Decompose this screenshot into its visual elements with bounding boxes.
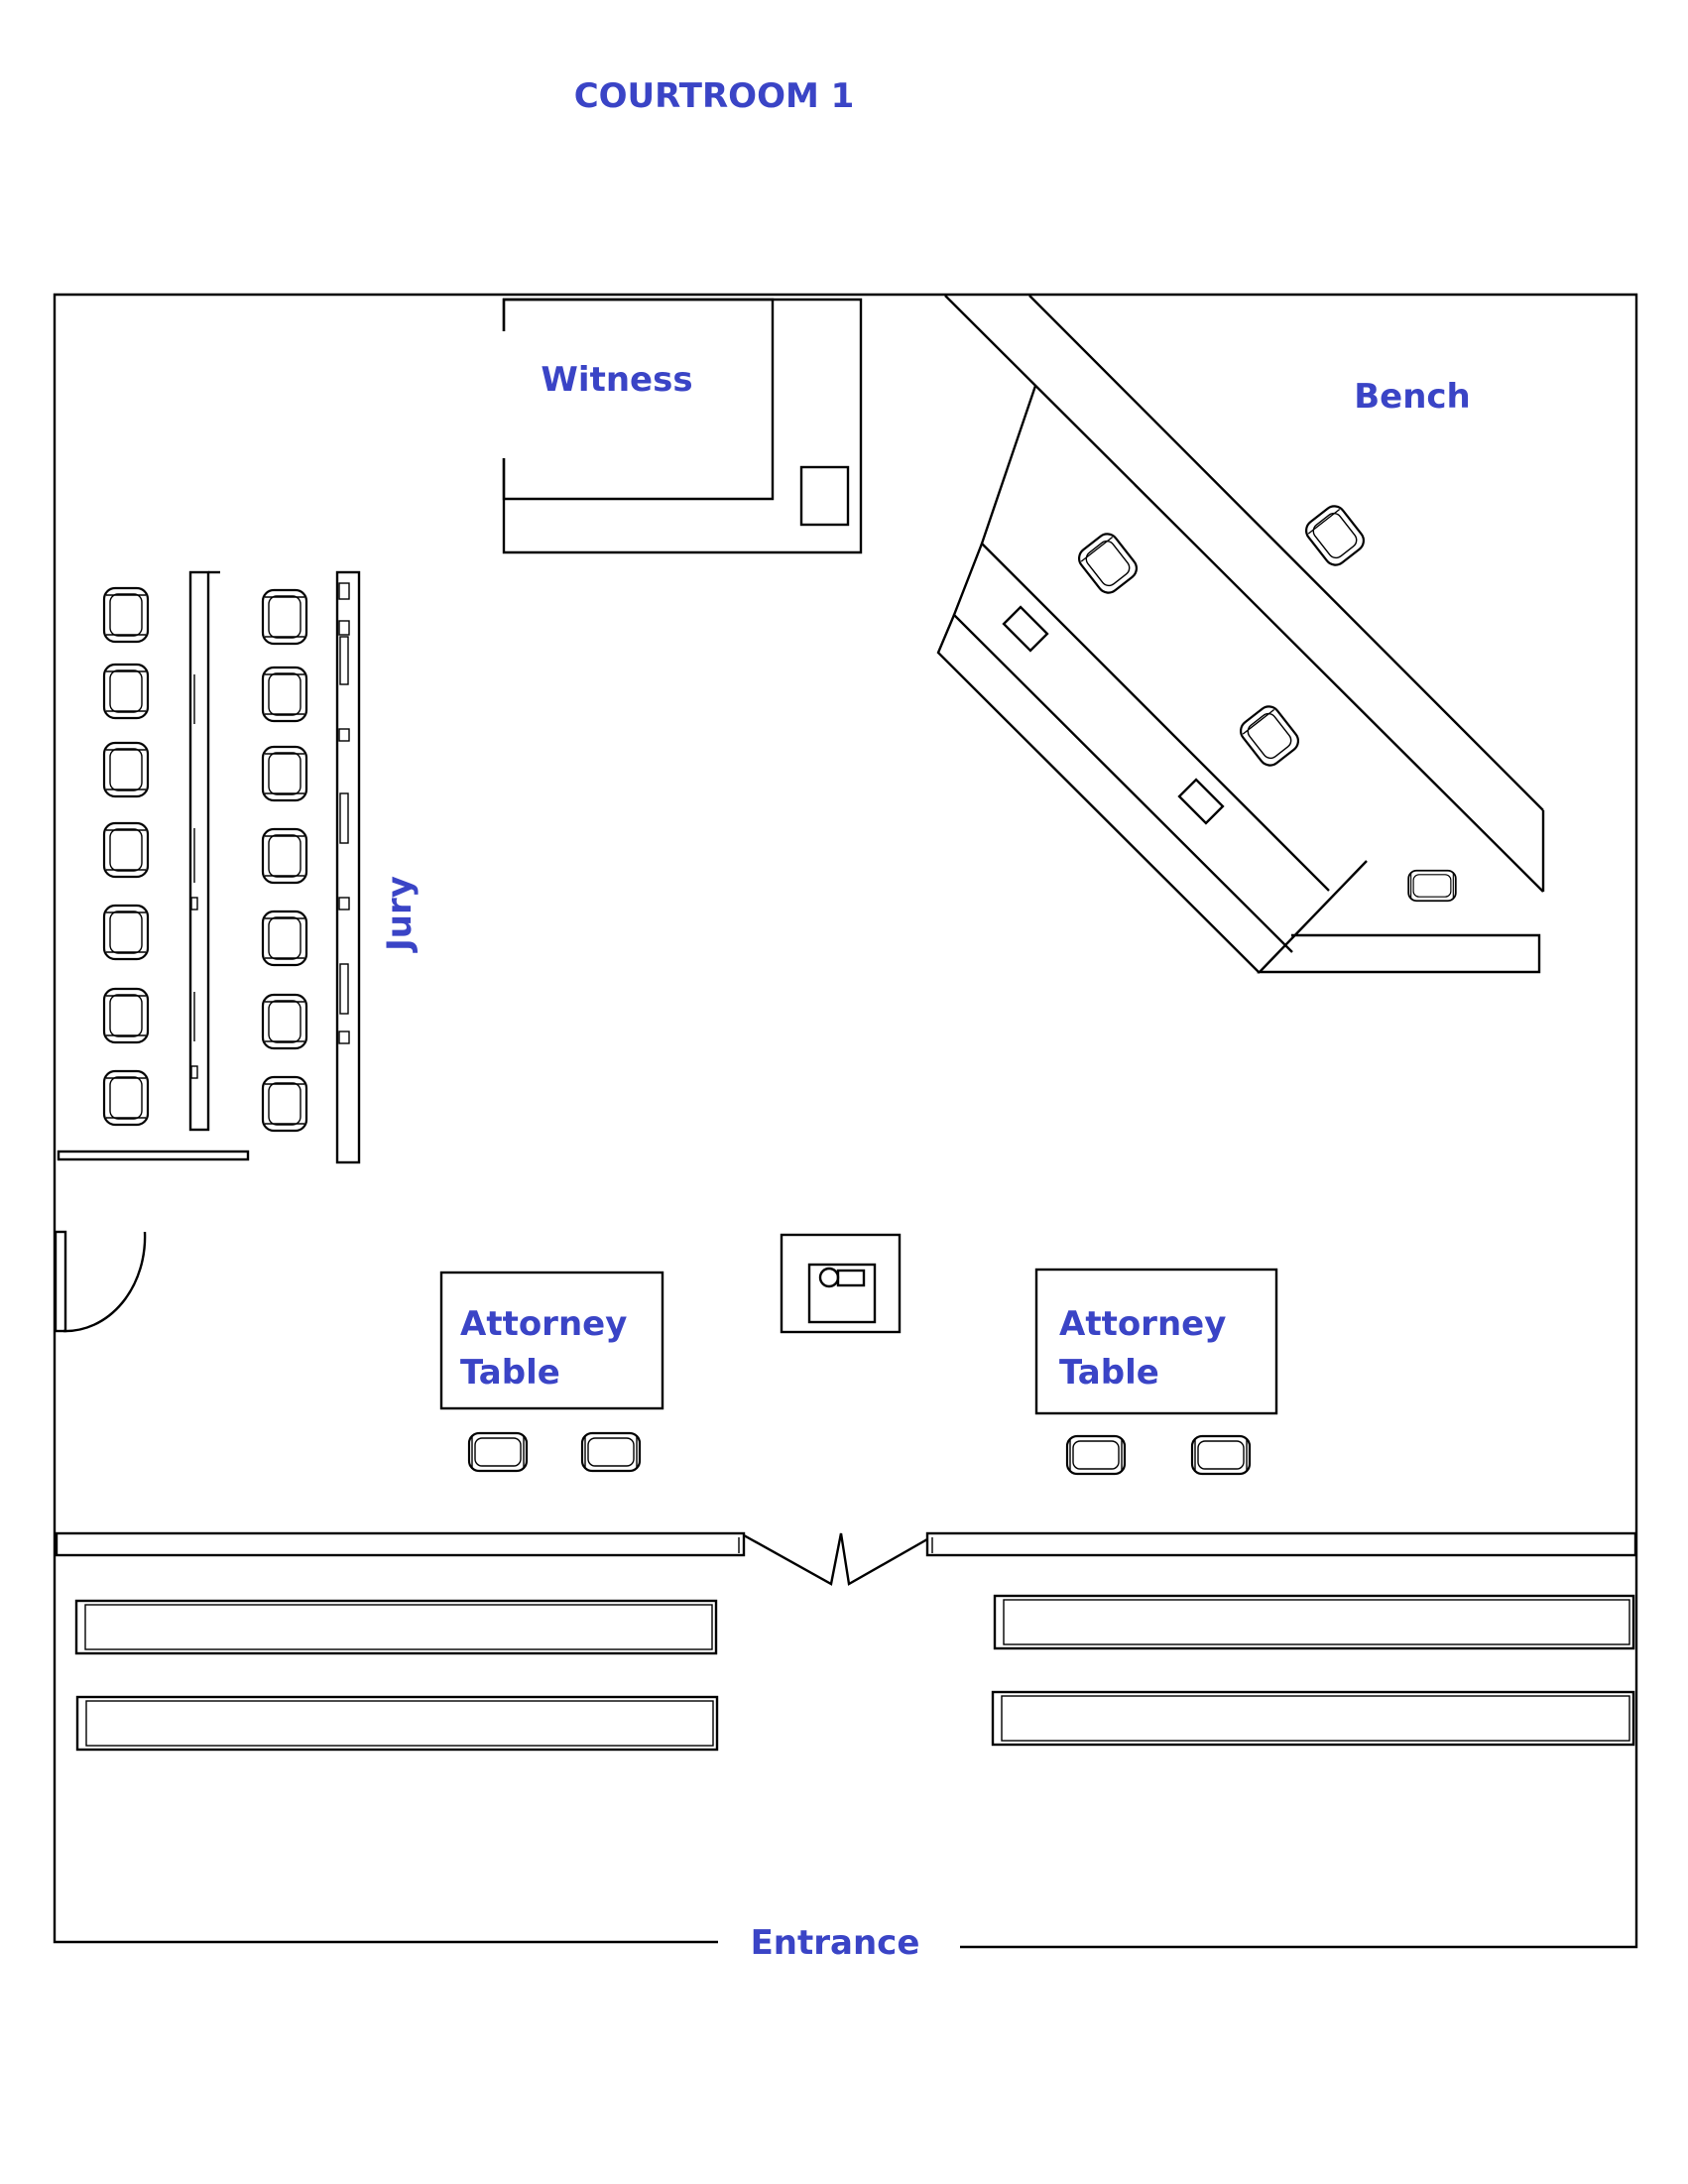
bar-railing <box>55 1531 1637 1586</box>
attorney-table-right-label-line2: Table <box>1059 1353 1159 1393</box>
jury-chairs <box>102 586 308 1133</box>
attorney-table-left-label-line1: Attorney <box>460 1304 627 1344</box>
jury-chair <box>102 1069 150 1127</box>
gallery-bench <box>991 1690 1635 1747</box>
bench-chair <box>1073 528 1143 599</box>
bench-chair <box>1300 500 1370 571</box>
witness-box <box>502 298 863 554</box>
bench-chairs <box>1073 500 1457 903</box>
gallery-benches <box>74 1594 1635 1752</box>
bench-label: Bench <box>1354 377 1471 417</box>
attorney-table-left <box>439 1271 664 1410</box>
jury-chair <box>102 663 150 720</box>
jury-chair <box>102 586 150 644</box>
gallery-bench <box>74 1599 718 1655</box>
jury-chair <box>261 588 308 646</box>
jury-chair <box>261 745 308 802</box>
podium <box>780 1233 902 1334</box>
jury-chair <box>102 904 150 961</box>
attorney-table-left-label-line2: Table <box>460 1353 560 1393</box>
attorney-chair <box>580 1431 642 1473</box>
entrance-label: Entrance <box>751 1923 920 1963</box>
attorney-chair <box>467 1431 529 1473</box>
bench-chair <box>1407 869 1457 903</box>
witness-label: Witness <box>541 360 692 400</box>
outer-walls <box>53 293 1638 1949</box>
page-title: COURTROOM 1 <box>574 76 855 116</box>
jury-chair <box>261 666 308 723</box>
attorney-chairs <box>467 1431 1252 1476</box>
attorney-table-right <box>1034 1268 1278 1415</box>
jury-chair <box>261 910 308 967</box>
jury-label: Jury <box>380 876 420 953</box>
side-door <box>54 1230 147 1333</box>
jury-box <box>57 570 361 1164</box>
jury-chair <box>261 827 308 885</box>
jury-chair <box>261 1075 308 1133</box>
jury-chair <box>102 741 150 798</box>
gallery-bench <box>993 1594 1635 1650</box>
attorney-table-right-label-line1: Attorney <box>1059 1304 1226 1344</box>
jury-chair <box>261 993 308 1050</box>
attorney-chair <box>1065 1434 1127 1476</box>
attorney-chair <box>1190 1434 1252 1476</box>
bench-chair <box>1235 700 1304 772</box>
judges-bench <box>936 295 1545 974</box>
jury-chair <box>102 821 150 879</box>
gallery-bench <box>75 1695 719 1752</box>
jury-chair <box>102 987 150 1044</box>
